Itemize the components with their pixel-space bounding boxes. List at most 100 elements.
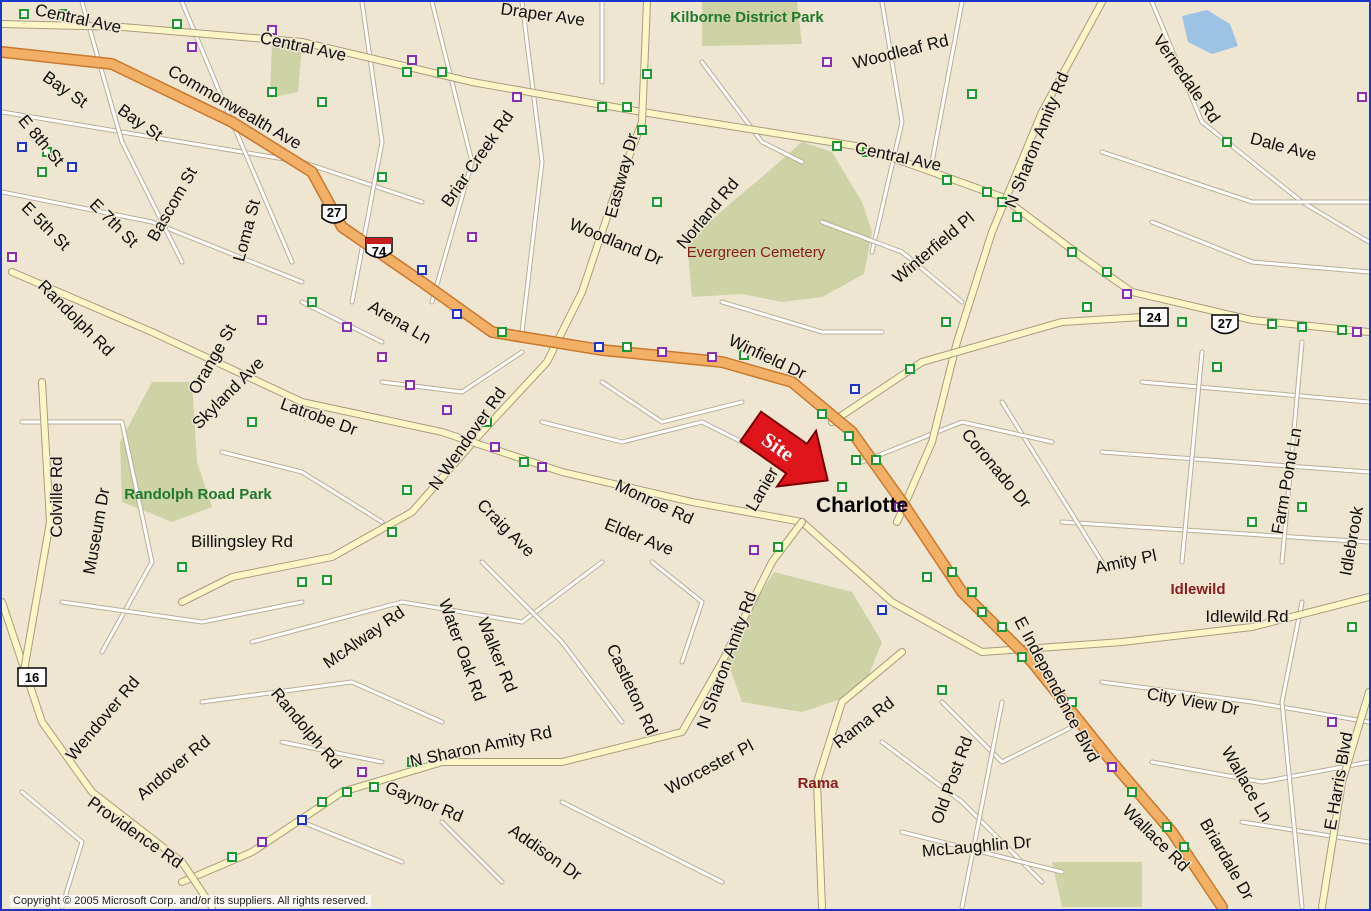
poi-marker-icon[interactable] — [832, 141, 842, 151]
poi-marker-icon[interactable] — [257, 837, 267, 847]
poi-marker-icon[interactable] — [905, 364, 915, 374]
poi-marker-icon[interactable] — [1017, 652, 1027, 662]
poi-marker-icon[interactable] — [512, 92, 522, 102]
poi-marker-icon[interactable] — [851, 455, 861, 465]
poi-marker-icon[interactable] — [519, 457, 529, 467]
poi-marker-icon[interactable] — [307, 297, 317, 307]
poi-marker-icon[interactable] — [877, 605, 887, 615]
poi-marker-icon[interactable] — [227, 852, 237, 862]
poi-marker-icon[interactable] — [1067, 247, 1077, 257]
poi-marker-icon[interactable] — [402, 67, 412, 77]
poi-marker-icon[interactable] — [773, 542, 783, 552]
poi-marker-icon[interactable] — [1222, 137, 1232, 147]
poi-marker-icon[interactable] — [357, 767, 367, 777]
poi-marker-icon[interactable] — [1347, 622, 1357, 632]
poi-marker-icon[interactable] — [497, 327, 507, 337]
poi-marker-icon[interactable] — [937, 685, 947, 695]
poi-marker-icon[interactable] — [941, 317, 951, 327]
poi-marker-icon[interactable] — [707, 352, 717, 362]
poi-marker-icon[interactable] — [437, 67, 447, 77]
poi-marker-icon[interactable] — [19, 9, 29, 19]
poi-marker-icon[interactable] — [57, 9, 67, 19]
poi-marker-icon[interactable] — [997, 197, 1007, 207]
poi-marker-icon[interactable] — [922, 572, 932, 582]
poi-marker-icon[interactable] — [622, 102, 632, 112]
poi-marker-icon[interactable] — [1179, 842, 1189, 852]
poi-marker-icon[interactable] — [482, 417, 492, 427]
poi-marker-icon[interactable] — [1012, 212, 1022, 222]
poi-marker-icon[interactable] — [342, 787, 352, 797]
poi-marker-icon[interactable] — [442, 405, 452, 415]
poi-marker-icon[interactable] — [1357, 92, 1367, 102]
poi-marker-icon[interactable] — [739, 350, 749, 360]
poi-marker-icon[interactable] — [417, 265, 427, 275]
poi-marker-icon[interactable] — [1297, 502, 1307, 512]
poi-marker-icon[interactable] — [377, 352, 387, 362]
poi-marker-icon[interactable] — [317, 797, 327, 807]
poi-marker-icon[interactable] — [977, 607, 987, 617]
poi-marker-icon[interactable] — [342, 322, 352, 332]
poi-marker-icon[interactable] — [1212, 362, 1222, 372]
poi-marker-icon[interactable] — [267, 25, 277, 35]
poi-marker-icon[interactable] — [402, 485, 412, 495]
poi-marker-icon[interactable] — [537, 462, 547, 472]
poi-marker-icon[interactable] — [1352, 327, 1362, 337]
poi-marker-icon[interactable] — [1327, 717, 1337, 727]
poi-marker-icon[interactable] — [1267, 319, 1277, 329]
poi-marker-icon[interactable] — [297, 577, 307, 587]
poi-marker-icon[interactable] — [1107, 762, 1117, 772]
poi-marker-icon[interactable] — [1177, 317, 1187, 327]
poi-marker-icon[interactable] — [822, 57, 832, 67]
poi-marker-icon[interactable] — [37, 167, 47, 177]
poi-marker-icon[interactable] — [177, 562, 187, 572]
poi-marker-icon[interactable] — [642, 69, 652, 79]
poi-marker-icon[interactable] — [657, 347, 667, 357]
poi-marker-icon[interactable] — [942, 175, 952, 185]
poi-marker-icon[interactable] — [597, 102, 607, 112]
poi-marker-icon[interactable] — [652, 197, 662, 207]
poi-marker-icon[interactable] — [749, 545, 759, 555]
poi-marker-icon[interactable] — [1082, 302, 1092, 312]
poi-marker-icon[interactable] — [982, 187, 992, 197]
poi-marker-icon[interactable] — [387, 527, 397, 537]
poi-marker-icon[interactable] — [407, 55, 417, 65]
poi-marker-icon[interactable] — [405, 380, 415, 390]
poi-marker-icon[interactable] — [997, 622, 1007, 632]
poi-marker-icon[interactable] — [172, 19, 182, 29]
poi-marker-icon[interactable] — [967, 587, 977, 597]
poi-marker-icon[interactable] — [317, 97, 327, 107]
poi-marker-icon[interactable] — [1102, 267, 1112, 277]
poi-marker-icon[interactable] — [862, 147, 872, 157]
poi-marker-icon[interactable] — [7, 252, 17, 262]
poi-marker-icon[interactable] — [837, 482, 847, 492]
poi-marker-icon[interactable] — [1122, 289, 1132, 299]
poi-marker-icon[interactable] — [322, 575, 332, 585]
poi-marker-icon[interactable] — [297, 815, 307, 825]
poi-marker-icon[interactable] — [967, 89, 977, 99]
poi-marker-icon[interactable] — [452, 309, 462, 319]
poi-marker-icon[interactable] — [17, 142, 27, 152]
poi-marker-icon[interactable] — [267, 87, 277, 97]
poi-marker-icon[interactable] — [1247, 517, 1257, 527]
poi-marker-icon[interactable] — [369, 782, 379, 792]
poi-marker-icon[interactable] — [850, 384, 860, 394]
poi-marker-icon[interactable] — [894, 502, 904, 512]
poi-marker-icon[interactable] — [637, 125, 647, 135]
poi-marker-icon[interactable] — [844, 431, 854, 441]
poi-marker-icon[interactable] — [594, 342, 604, 352]
poi-marker-icon[interactable] — [490, 442, 500, 452]
poi-marker-icon[interactable] — [1127, 787, 1137, 797]
poi-marker-icon[interactable] — [377, 172, 387, 182]
poi-marker-icon[interactable] — [257, 315, 267, 325]
poi-marker-icon[interactable] — [622, 342, 632, 352]
poi-marker-icon[interactable] — [947, 567, 957, 577]
poi-marker-icon[interactable] — [187, 42, 197, 52]
poi-marker-icon[interactable] — [1337, 325, 1347, 335]
poi-marker-icon[interactable] — [407, 757, 417, 767]
poi-marker-icon[interactable] — [42, 147, 52, 157]
poi-marker-icon[interactable] — [467, 232, 477, 242]
poi-marker-icon[interactable] — [871, 455, 881, 465]
poi-marker-icon[interactable] — [247, 417, 257, 427]
